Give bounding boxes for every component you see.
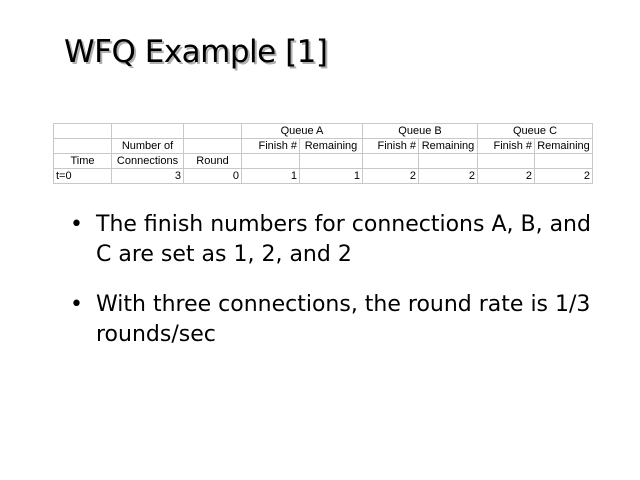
table-row: t=0 3 0 1 1 2 2 2 2 <box>53 168 593 184</box>
bullet-icon: • <box>70 212 83 237</box>
bullet-list: •The finish numbers for connections A, B… <box>70 210 610 370</box>
cell: Remaining <box>299 138 363 154</box>
cell: 2 <box>477 168 535 184</box>
slide-title: WFQ Example [1] <box>64 34 328 70</box>
cell: 2 <box>534 168 593 184</box>
cell: t=0 <box>53 168 112 184</box>
cell: Time <box>53 153 112 169</box>
cell: Connections <box>111 153 184 169</box>
table-row: Number of Finish # Remaining Finish # Re… <box>53 138 593 154</box>
cell: 1 <box>299 168 363 184</box>
cell: Remaining <box>534 138 593 154</box>
cell: Finish # <box>241 138 300 154</box>
cell: 3 <box>111 168 184 184</box>
wfq-table: Queue A Queue B Queue C Number of Finish… <box>53 123 593 184</box>
table-row: Queue A Queue B Queue C <box>53 123 593 139</box>
cell: Finish # <box>362 138 419 154</box>
bullet-icon: • <box>70 292 83 317</box>
cell: Finish # <box>477 138 535 154</box>
cell: 0 <box>183 168 242 184</box>
bullet-item: •With three connections, the round rate … <box>70 292 591 347</box>
bullet-item: •The finish numbers for connections A, B… <box>70 212 591 267</box>
cell: Remaining <box>418 138 478 154</box>
cell: Number of <box>111 138 184 154</box>
queue-b-header: Queue B <box>362 123 478 139</box>
table-row: Time Connections Round <box>53 153 593 169</box>
queue-a-header: Queue A <box>241 123 363 139</box>
cell: 2 <box>362 168 419 184</box>
cell: Round <box>183 153 242 169</box>
queue-c-header: Queue C <box>477 123 593 139</box>
cell: 2 <box>418 168 478 184</box>
cell: 1 <box>241 168 300 184</box>
